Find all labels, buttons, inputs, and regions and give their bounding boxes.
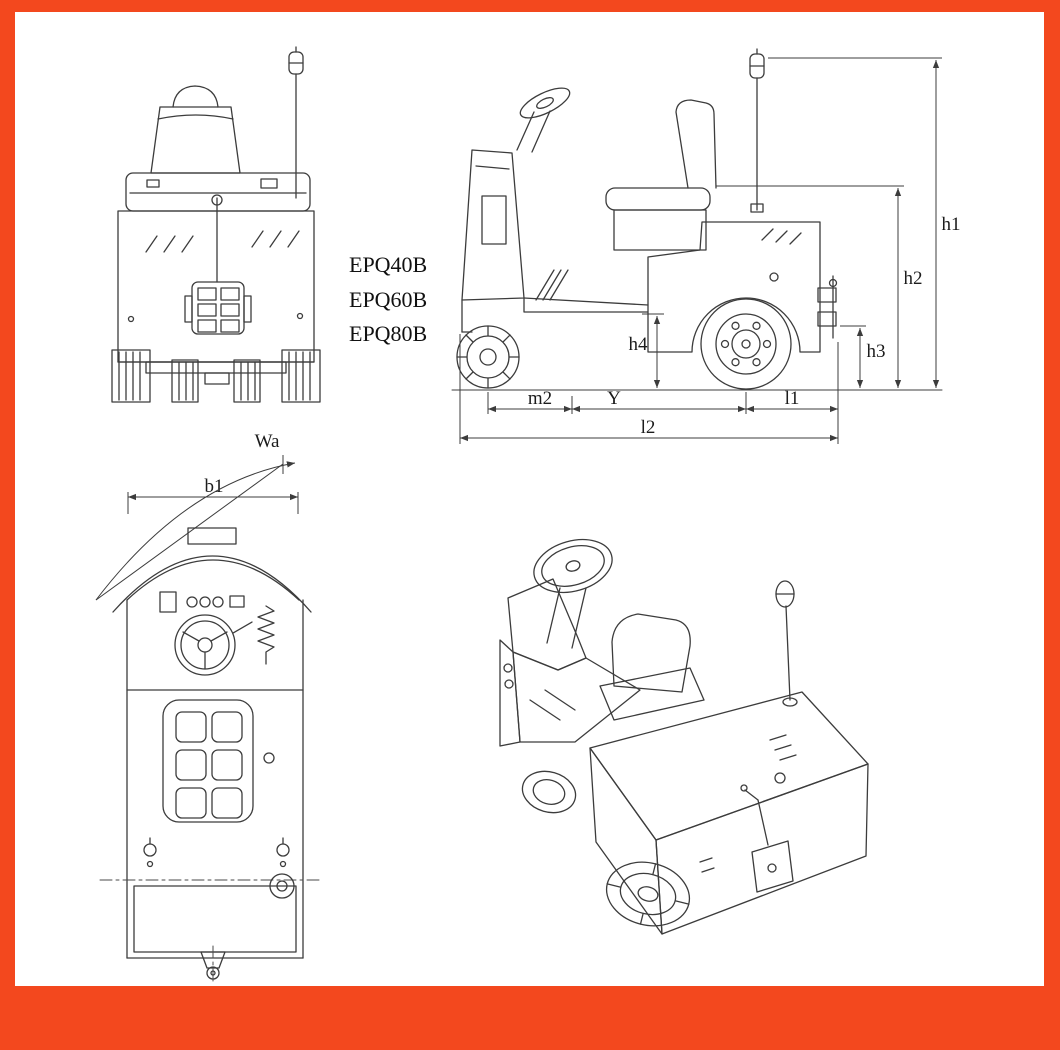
dim-label-y: Y xyxy=(607,388,621,409)
rear-wheel-right xyxy=(281,349,321,403)
hitch-bracket-lower xyxy=(817,311,837,327)
iso-floor xyxy=(512,651,641,743)
rear-view-drawing xyxy=(111,46,321,403)
front-wheel-left xyxy=(171,359,199,403)
dim-label-h2: h2 xyxy=(904,268,923,289)
hitch-bracket-upper xyxy=(817,287,837,303)
seat-cushion xyxy=(605,187,711,211)
overhead-guard-outer xyxy=(112,555,312,613)
iso-steer-wheel xyxy=(521,770,577,814)
suspension-coil xyxy=(257,605,275,665)
rear-wheel-left xyxy=(111,349,151,403)
isometric-view-drawing xyxy=(499,538,869,935)
front-cowl xyxy=(461,149,525,301)
side-view-drawing xyxy=(451,48,943,391)
top-view-dimensions: b1 Wa xyxy=(95,431,299,601)
model-name-epq80b: EPQ80B xyxy=(349,321,427,346)
side-view-dimensions: h1 h2 h3 h4 m2 Y l1 l2 xyxy=(459,57,961,444)
iso-beacon-pole xyxy=(785,605,791,701)
iso-drive-wheel xyxy=(605,861,691,927)
headrest xyxy=(172,85,219,108)
model-name-epq60b: EPQ60B xyxy=(349,287,427,312)
seat-plan xyxy=(162,699,254,823)
seat-backrest-side xyxy=(675,99,717,189)
iso-cowl xyxy=(507,578,587,671)
dim-label-m2: m2 xyxy=(528,388,552,409)
model-labels: EPQ40B EPQ60B EPQ80B xyxy=(349,252,427,346)
dim-label-h3: h3 xyxy=(867,341,886,362)
dim-label-h4: h4 xyxy=(629,334,649,355)
display-panel xyxy=(159,591,177,613)
iso-hitch-plate xyxy=(751,840,794,893)
rear-body xyxy=(117,210,315,363)
turning-radius-arc xyxy=(95,461,296,601)
dim-label-wa: Wa xyxy=(255,431,280,452)
iso-seat-back xyxy=(611,613,691,693)
dim-label-l1: l1 xyxy=(785,388,800,409)
steering-wheel xyxy=(519,87,571,119)
top-view-drawing xyxy=(99,527,321,985)
front-wheel-right xyxy=(233,359,261,403)
dim-label-h1: h1 xyxy=(942,214,961,235)
tow-hitch xyxy=(191,281,245,335)
dim-label-b1: b1 xyxy=(205,476,224,497)
body-outline xyxy=(523,221,821,353)
iso-steering-wheel xyxy=(533,538,613,594)
iso-deck-top xyxy=(589,691,869,841)
overhead-guard-inner xyxy=(126,559,300,601)
model-name-epq40b: EPQ40B xyxy=(349,252,427,277)
dim-label-l2: l2 xyxy=(641,417,656,438)
rear-compartment xyxy=(133,885,297,953)
iso-seat-cushion xyxy=(599,667,705,721)
rear-wheel-side xyxy=(700,298,792,390)
tow-pin-plan xyxy=(200,951,226,969)
steering-wheel-plan xyxy=(174,614,236,676)
seat-backrest xyxy=(150,106,241,174)
